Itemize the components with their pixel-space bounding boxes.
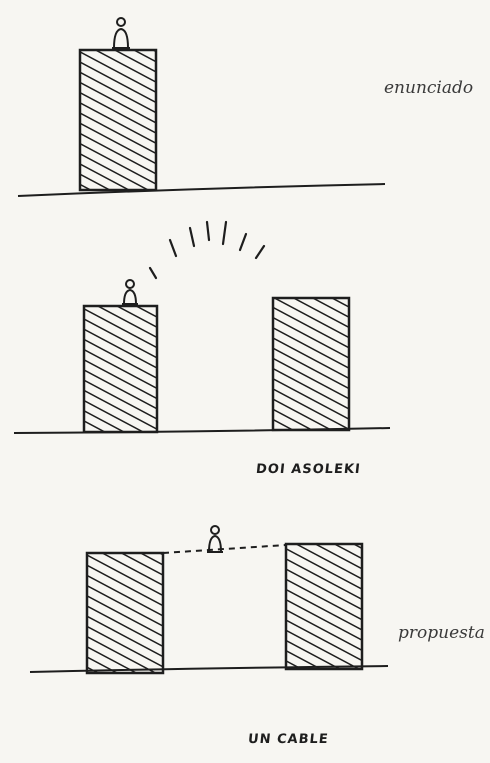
label-enunciado: enunciado	[384, 78, 473, 98]
handwritten-note-cable: UN CABLE	[247, 732, 329, 747]
panel-3-propuesta	[30, 526, 388, 673]
tower-2-right	[273, 298, 349, 430]
panel-2-two-towers	[14, 222, 390, 433]
tower-3-left	[87, 553, 163, 673]
tower-2-left	[84, 306, 157, 432]
person-figure-1	[112, 18, 130, 48]
cable-line	[163, 545, 286, 553]
handwritten-note-two-towers: DOI ASOLEKI	[255, 462, 361, 477]
person-figure-3	[207, 526, 223, 552]
ground-line-1	[18, 184, 385, 196]
label-propuesta: propuesta	[398, 623, 485, 643]
shout-marks	[150, 222, 264, 278]
tower-1	[80, 50, 156, 190]
panel-1-enunciado	[18, 18, 385, 196]
tower-3-right	[286, 544, 362, 669]
person-figure-2	[122, 280, 138, 304]
